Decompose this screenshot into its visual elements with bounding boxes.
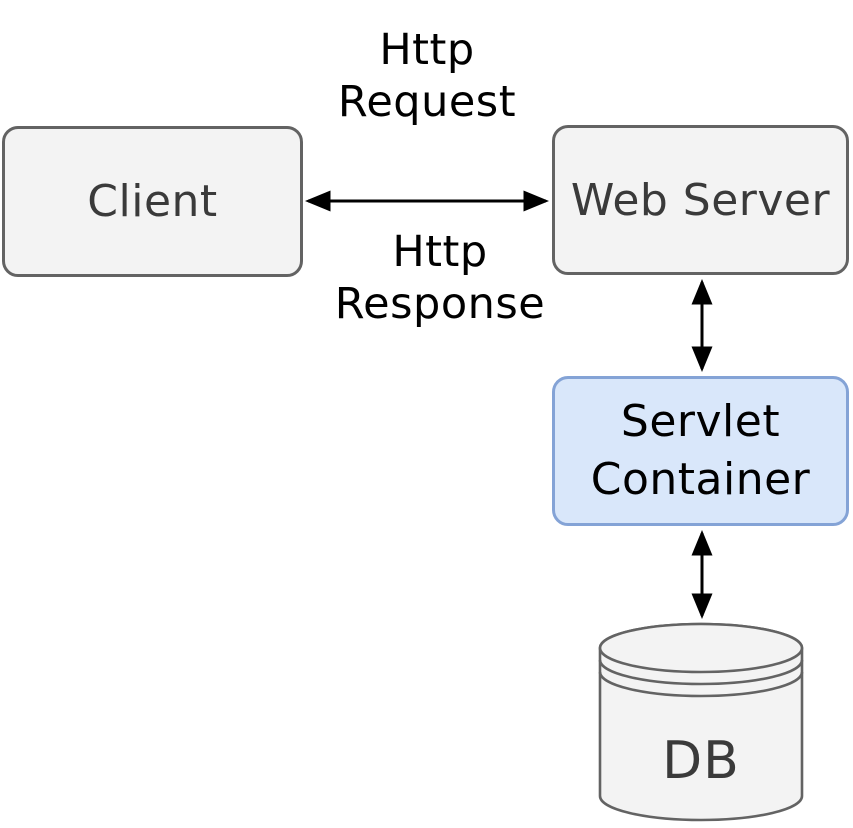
db-label: DB [662,731,740,791]
servlet-container-label: Servlet Container [591,393,811,509]
http-response-line1: Http [392,227,488,277]
http-request-line2: Request [337,77,517,127]
http-request-label: Http Request [282,24,572,128]
node-web-server: Web Server [552,125,849,275]
http-request-line1: Http [379,25,475,75]
database-cylinder-icon: DB [598,622,804,822]
web-server-label: Web Server [570,174,831,226]
http-response-line2: Response [334,279,546,329]
cylinder-disk-line-2 [598,671,804,698]
http-response-label: Http Response [295,226,585,330]
cylinder-disk-line-1 [598,659,804,686]
servlet-container-line1: Servlet [620,395,781,447]
client-label: Client [87,176,218,227]
node-servlet-container: Servlet Container [552,376,849,526]
node-client: Client [2,126,303,277]
cylinder-top-rim [598,622,804,674]
servlet-container-line2: Container [590,454,811,505]
